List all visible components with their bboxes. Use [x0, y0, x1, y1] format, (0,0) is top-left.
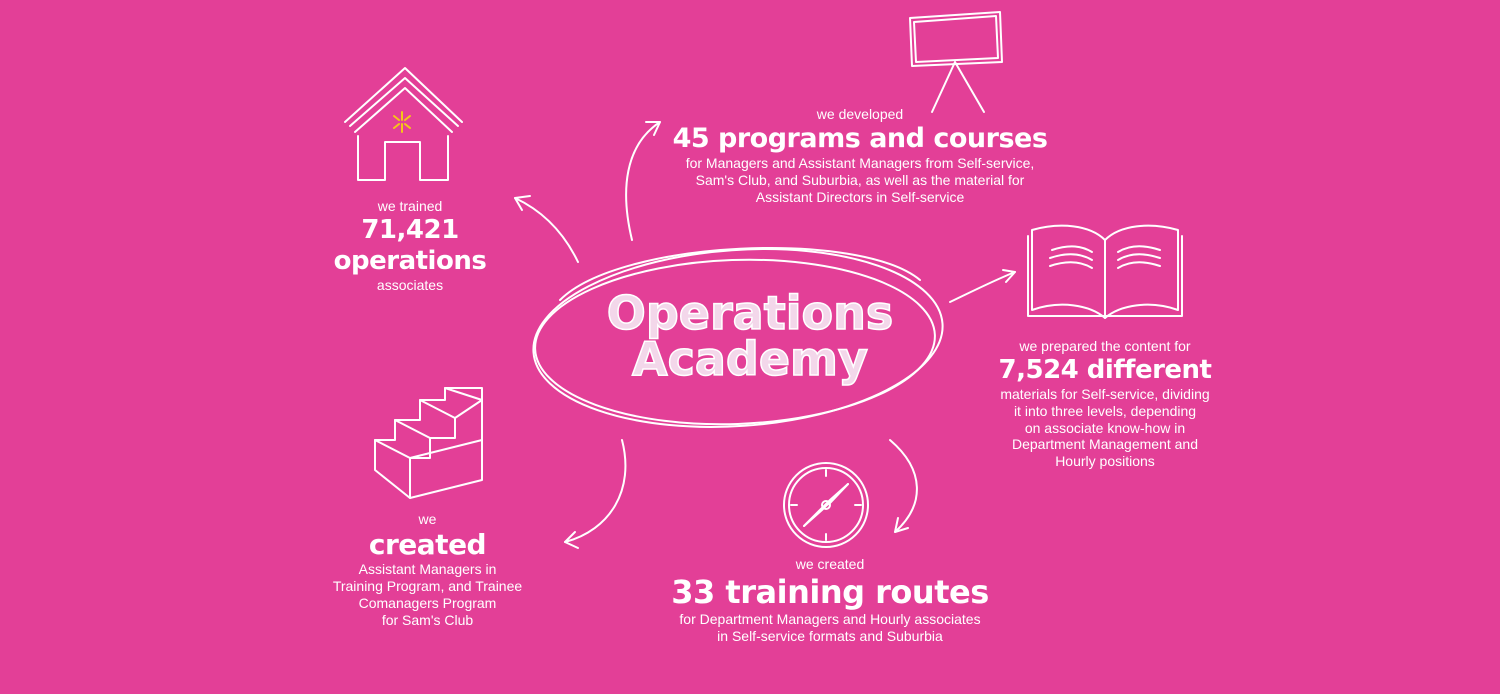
developed-headline: 45 programs and courses — [672, 122, 1048, 154]
arrow-to-routes — [889, 439, 918, 533]
center-ellipse — [532, 246, 944, 428]
prepared-block: we prepared the content for 7,524 differ… — [985, 338, 1225, 470]
trained-block: we trained 71,421 operations associates — [290, 198, 530, 294]
created-intro: we — [418, 511, 437, 527]
prepared-detail-line: on associate know-how in — [1024, 419, 1186, 436]
developed-detail-line: Assistant Directors in Self-service — [755, 188, 965, 205]
created-headline: created — [368, 527, 487, 561]
center-title-line2: Academy — [631, 332, 868, 386]
prepared-detail-line: it into three levels, depending — [1013, 402, 1197, 419]
easel-icon — [909, 11, 1003, 113]
arrow-to-developed — [625, 121, 661, 241]
prepared-intro: we prepared the content for — [1019, 338, 1191, 354]
arrow-to-trained — [514, 195, 579, 263]
trained-intro: we trained — [377, 198, 443, 214]
developed-block: we developed 45 programs and courses for… — [660, 106, 1060, 206]
developed-detail-line: Sam's Club, and Suburbia, as well as the… — [695, 171, 1025, 188]
prepared-detail-line: materials for Self-service, dividing — [1000, 385, 1210, 402]
routes-detail-line: for Department Managers and Hourly assoc… — [679, 611, 981, 628]
open-book-icon — [1027, 224, 1183, 319]
compass-icon — [783, 462, 869, 548]
arrow-to-prepared — [949, 269, 1016, 303]
routes-block: we created 33 training routes for Depart… — [640, 556, 1020, 645]
developed-detail-line: for Managers and Assistant Managers from… — [685, 155, 1035, 172]
stairs-icon — [374, 387, 483, 499]
prepared-headline: 7,524 different — [998, 354, 1212, 385]
center-title: Operations Academy — [560, 286, 940, 386]
spark-icon — [393, 111, 411, 133]
created-detail-line: Comanagers Program — [358, 594, 497, 611]
routes-detail-line: in Self-service formats and Suburbia — [717, 627, 943, 644]
trained-headline: 71,421 operations — [333, 214, 487, 276]
arrow-to-created — [564, 439, 627, 549]
created-block: we created Assistant Managers in Trainin… — [315, 511, 540, 629]
trained-detail: associates — [376, 277, 444, 294]
prepared-detail-line: Department Management and — [1012, 436, 1198, 453]
created-detail-line: Assistant Managers in — [358, 561, 497, 578]
house-icon — [344, 67, 463, 181]
prepared-detail-line: Hourly positions — [1055, 453, 1155, 470]
center-title-line1: Operations — [606, 286, 894, 340]
routes-headline: 33 training routes — [671, 572, 989, 611]
created-detail-line: for Sam's Club — [381, 611, 474, 628]
created-detail-line: Training Program, and Trainee — [332, 578, 523, 595]
developed-intro: we developed — [816, 106, 904, 122]
routes-intro: we created — [795, 556, 865, 572]
